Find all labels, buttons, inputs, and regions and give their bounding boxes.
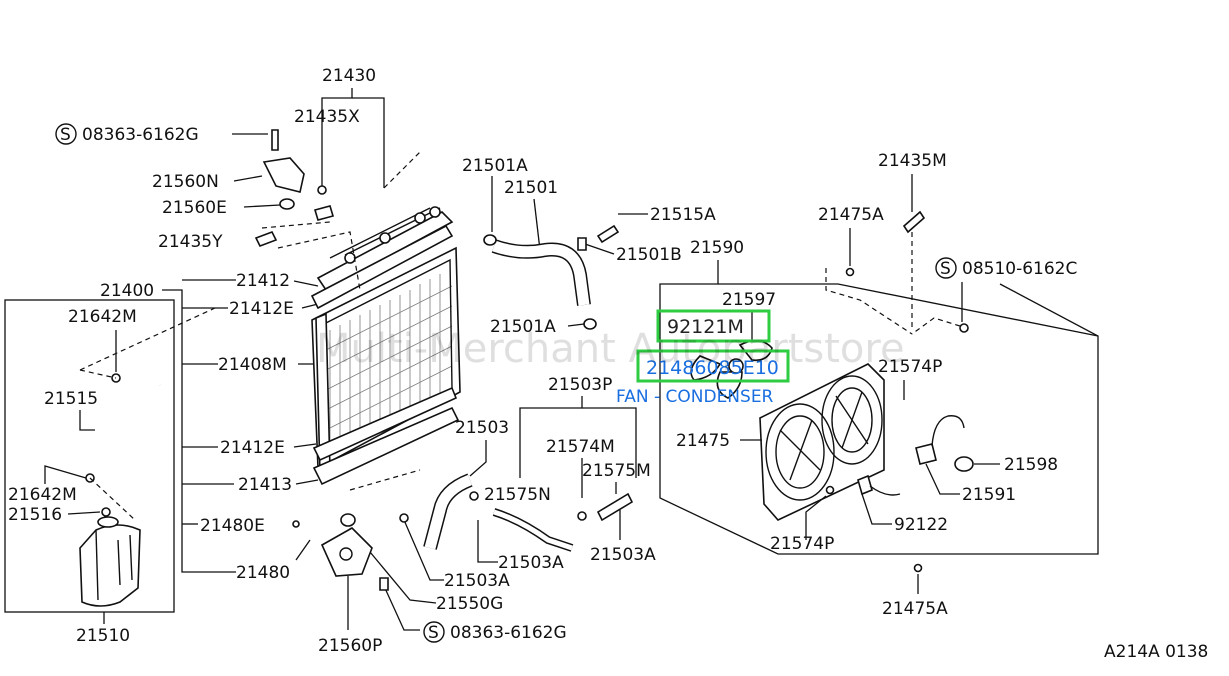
label-21430: 21430	[322, 66, 376, 86]
mount-21550g	[340, 513, 356, 527]
pipe-21503p	[492, 508, 574, 552]
svg-text:21486085E10: 21486085E10	[646, 357, 779, 379]
label-21598: 21598	[1004, 455, 1058, 475]
label-21560e: 21560E	[162, 198, 227, 218]
label-21590: 21590	[690, 238, 744, 258]
label-21574m: 21574M	[546, 437, 615, 457]
reservoir-hose	[88, 374, 162, 471]
figure-code: A214A 0138	[1104, 642, 1208, 662]
label-21597: 21597	[722, 290, 776, 310]
label-21503p: 21503P	[548, 375, 612, 395]
label-21413: 21413	[238, 475, 292, 495]
label-21574p-bot: 21574P	[770, 534, 834, 554]
label-21550g: 21550G	[436, 594, 503, 614]
label-21408m: 21408M	[218, 355, 287, 375]
label-21503a-left: 21503A	[498, 553, 564, 573]
label-21412: 21412	[236, 271, 290, 291]
bracket-21560p	[320, 527, 373, 577]
label-21412e-top: 21412E	[229, 299, 294, 319]
clamp-21574m	[577, 511, 587, 521]
screw-08363-top: S	[55, 123, 77, 145]
pipe-21575m	[596, 492, 634, 522]
svg-text:S: S	[940, 259, 951, 279]
clamp-21503a-bot	[399, 513, 409, 523]
clamp-21501a-top	[483, 234, 497, 246]
label-21475a-top: 21475A	[818, 205, 884, 225]
radiator-core	[310, 206, 461, 486]
label-21475a-bot: 21475A	[882, 599, 948, 619]
label-21435x: 21435X	[294, 107, 360, 127]
label-21591: 21591	[962, 485, 1016, 505]
label-21560p: 21560P	[318, 636, 382, 656]
reservoir-group-box	[4, 299, 175, 613]
label-21510: 21510	[76, 626, 130, 646]
bushing-21598	[954, 456, 974, 472]
reservoir-tank	[79, 516, 141, 607]
clamp-21501a-mid	[583, 318, 597, 330]
screw-08363-bot: S	[423, 621, 445, 643]
label-21560n: 21560N	[152, 172, 219, 192]
label-21574p-top: 21574P	[878, 357, 942, 377]
pin-21435m	[902, 210, 926, 234]
upper-hose	[491, 239, 591, 306]
screw-08510: S	[935, 257, 957, 279]
svg-text:S: S	[60, 125, 71, 145]
label-21503: 21503	[455, 418, 509, 438]
bolt-08510	[959, 323, 969, 333]
fan-shroud	[759, 363, 885, 521]
bolt-08363-bot	[379, 577, 389, 591]
label-21400: 21400	[100, 281, 154, 301]
bracket-21560n	[262, 157, 305, 193]
fan-motor	[915, 415, 965, 465]
bolt-21574p-bot	[825, 485, 835, 495]
label-08510-6162c: 08510-6162C	[962, 259, 1077, 279]
pin-21435y	[254, 230, 278, 248]
label-92122: 92122	[894, 515, 948, 535]
bracket-21515a	[596, 224, 620, 244]
label-21642m-top: 21642M	[68, 307, 137, 327]
label-21503a-right: 21503A	[590, 545, 656, 565]
bolt-21475a-bot	[913, 563, 923, 573]
cap-seat	[313, 205, 335, 221]
bushing-21560e	[279, 198, 295, 210]
label-21501a-top: 21501A	[462, 156, 528, 176]
label-21503a-bot: 21503A	[444, 571, 510, 591]
label-21435y: 21435Y	[158, 232, 223, 252]
label-21480e: 21480E	[200, 516, 265, 536]
label-21501a-mid: 21501A	[490, 317, 556, 337]
bolt-08363-top	[271, 129, 279, 151]
label-21575m: 21575M	[582, 461, 651, 481]
label-21480: 21480	[236, 563, 290, 583]
label-21515a: 21515A	[650, 205, 716, 225]
cap-21516	[101, 507, 111, 517]
radiator-cap	[317, 185, 327, 195]
bolt-21480e	[292, 520, 300, 528]
label-08363-6162g-top: 08363-6162G	[82, 125, 199, 145]
label-21475: 21475	[676, 431, 730, 451]
svg-text:92121M: 92121M	[667, 316, 744, 338]
label-21575n: 21575N	[484, 485, 551, 505]
clip-21501b	[577, 237, 587, 251]
svg-text:S: S	[428, 623, 439, 643]
label-21642m-bot: 21642M	[8, 485, 77, 505]
label-08363-6162g-bot: 08363-6162G	[450, 623, 567, 643]
label-21412e-bot: 21412E	[220, 438, 285, 458]
highlight-92121m[interactable]: 92121M	[656, 309, 771, 343]
watermark: Multi-Merchant Autopartstore	[316, 326, 905, 372]
lower-hose	[423, 473, 473, 550]
label-21501: 21501	[504, 178, 558, 198]
harness-92122	[857, 474, 901, 496]
highlight-caption: FAN - CONDENSER	[616, 387, 774, 407]
highlight-21486085e10[interactable]: 21486085E10	[636, 349, 790, 383]
label-21435m: 21435M	[878, 151, 947, 171]
label-21515: 21515	[44, 389, 98, 409]
bolt-21475a-top	[845, 267, 855, 277]
label-21501b: 21501B	[616, 245, 682, 265]
label-21516: 21516	[8, 505, 62, 525]
clamp-21575n	[469, 491, 479, 501]
